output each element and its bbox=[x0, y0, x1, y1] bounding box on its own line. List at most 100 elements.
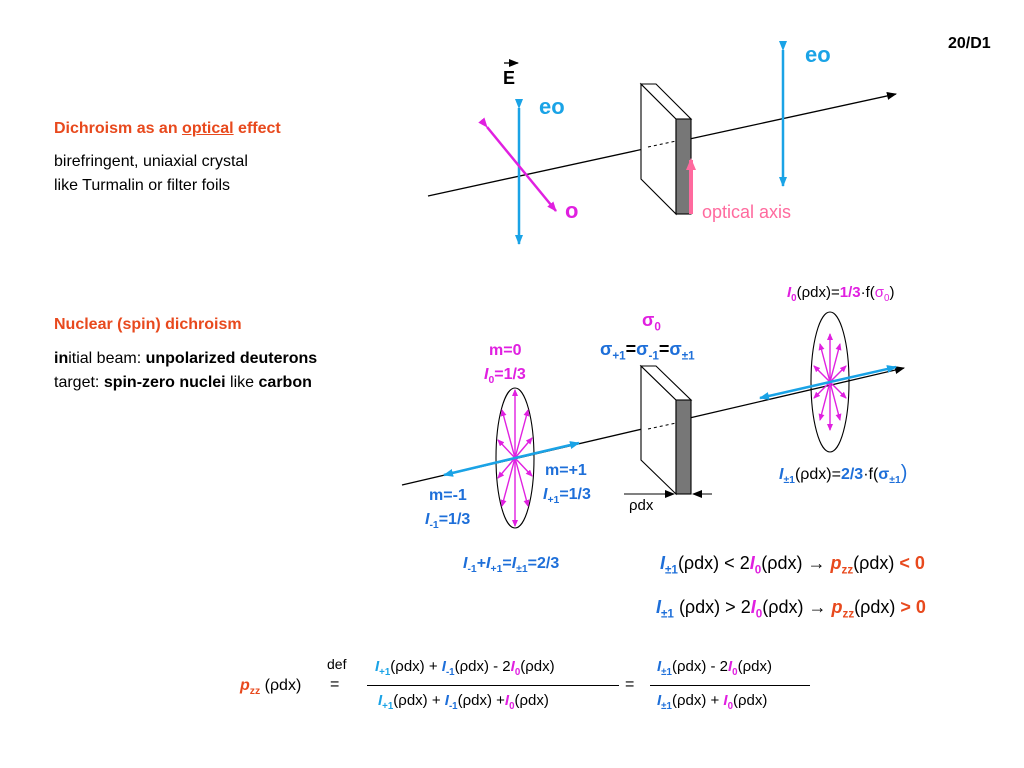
I0-symbol: I bbox=[484, 366, 489, 383]
r2-p-sub: zz bbox=[842, 607, 855, 621]
n3-sub: 0 bbox=[514, 667, 521, 678]
relation-negative: I±1(ρdx) < 2I0(ρdx) → pzz(ρdx) < 0 bbox=[660, 553, 925, 577]
like-text: like bbox=[225, 374, 259, 391]
Im-sub: -1 bbox=[429, 520, 439, 532]
carbon-text: carbon bbox=[258, 374, 312, 391]
rd1-sub: ±1 bbox=[661, 701, 672, 712]
r1-p-sub: zz bbox=[841, 563, 854, 577]
target-text: target: bbox=[54, 374, 104, 391]
section2-line2: target: spin-zero nuclei like carbon bbox=[54, 374, 312, 392]
r2-I0: I bbox=[750, 597, 756, 617]
sum-b: I bbox=[486, 555, 491, 572]
n2-text: (ρdx) - 2 bbox=[454, 658, 511, 675]
def-equals: = bbox=[330, 676, 340, 693]
d3-sub: 0 bbox=[509, 701, 515, 712]
r2-a: (ρdx) > 2 bbox=[673, 597, 751, 617]
crystal-plate-edge bbox=[675, 118, 692, 215]
sigma-minus-sub: -1 bbox=[648, 349, 659, 363]
sigma-pm-sub: ±1 bbox=[681, 349, 695, 363]
r1-I0-sub: 0 bbox=[754, 563, 762, 577]
m0-label: m=0 bbox=[489, 342, 522, 359]
section1-line2: like Turmalin or filter foils bbox=[54, 177, 231, 194]
top-fraction: 1/3 bbox=[839, 284, 861, 301]
section1-line1: birefringent, uniaxial crystal bbox=[54, 153, 248, 170]
n2-I: I bbox=[441, 658, 446, 675]
n3-I: I bbox=[510, 658, 515, 675]
fraction-line-1 bbox=[367, 685, 619, 686]
section1-title-pre: Dichroism as an bbox=[54, 120, 183, 137]
sum-a: I bbox=[463, 555, 468, 572]
n1-I: I bbox=[375, 658, 380, 675]
section1-title-underlined: optical bbox=[182, 120, 234, 137]
I0-value: =1/3 bbox=[494, 366, 526, 383]
rd2-text: (ρdx) bbox=[733, 692, 768, 709]
bot-sigma: σ bbox=[878, 466, 890, 483]
sigma-pm: σ bbox=[669, 339, 682, 359]
sum-b-sub: +1 bbox=[490, 564, 503, 576]
nuclear-dichroism-diagram bbox=[401, 311, 905, 529]
spin-ellipse-left bbox=[495, 387, 535, 529]
bot-c: ·f( bbox=[863, 466, 879, 483]
top-d: ) bbox=[889, 284, 895, 301]
eo-left-label: eo bbox=[539, 94, 565, 119]
n3-text: (ρdx) bbox=[520, 658, 555, 675]
rn2-sub: 0 bbox=[732, 667, 738, 678]
intensity-sum-label: I-1+I+1=I±1=2/3 bbox=[463, 555, 559, 575]
rn1-sub: ±1 bbox=[661, 667, 672, 678]
r1-I0: I bbox=[749, 553, 755, 573]
spin-vectors-right bbox=[813, 333, 847, 431]
sigma-equality-label: σ+1=σ-1=σ±1 bbox=[600, 339, 695, 363]
numerator-1: I+1(ρdx) + I-1(ρdx) - 2I0(ρdx) bbox=[375, 658, 555, 678]
r1-a: (ρdx) < 2 bbox=[677, 553, 750, 573]
d2-I: I bbox=[444, 692, 449, 709]
rd2-sub: 0 bbox=[727, 701, 734, 712]
r1-sub: ±1 bbox=[665, 563, 678, 577]
top-I: I bbox=[787, 284, 792, 301]
r2-result: > 0 bbox=[900, 597, 926, 617]
r1-I: I bbox=[660, 553, 666, 573]
relation-positive: I±1 (ρdx) > 2I0(ρdx) → pzz(ρdx) > 0 bbox=[656, 597, 926, 621]
transmitted-I0-label: I0(ρdx)=1/3·f(σ0) bbox=[787, 284, 894, 304]
section2-title: Nuclear (spin) dichroism bbox=[54, 316, 242, 333]
top-a: (ρdx)= bbox=[796, 284, 840, 301]
sigma-plus: σ bbox=[600, 339, 613, 359]
optical-axis-label: optical axis bbox=[702, 202, 792, 222]
unpolarized-deuterons: unpolarized deuterons bbox=[145, 350, 318, 367]
m-minus1-arrow bbox=[443, 456, 516, 477]
r2-p: p bbox=[831, 597, 843, 617]
target-thickness-label: ρdx bbox=[629, 497, 654, 514]
sum-eq: = bbox=[502, 555, 512, 572]
m-minus1-label: m=-1 bbox=[429, 487, 467, 504]
transmitted-Ipm-label: I±1(ρdx)=2/3·f(σ±1) bbox=[779, 462, 907, 486]
target-plate-edge bbox=[675, 399, 692, 495]
sigma-subscript: 0 bbox=[654, 320, 661, 334]
section2-line1: initial beam: unpolarized deuterons bbox=[54, 350, 317, 368]
bot-I-sub: ±1 bbox=[783, 475, 795, 487]
transmitted-minus-arrow bbox=[759, 380, 831, 400]
def-label: def bbox=[327, 656, 347, 672]
sigma-symbol: σ bbox=[642, 310, 655, 330]
sum-plus: + bbox=[476, 555, 487, 572]
d2-text: (ρdx) + bbox=[457, 692, 505, 709]
numerator-2: I±1(ρdx) - 2I0(ρdx) bbox=[657, 658, 772, 678]
rn2-text: (ρdx) bbox=[737, 658, 772, 675]
spin-ellipse-right bbox=[810, 311, 850, 453]
top-sigma: σ bbox=[874, 284, 885, 301]
top-I-sub: 0 bbox=[791, 293, 797, 304]
bot-I: I bbox=[779, 466, 784, 483]
r2-sub: ±1 bbox=[661, 607, 674, 621]
sum-a-sub: -1 bbox=[467, 564, 477, 576]
bot-a: (ρdx)= bbox=[794, 466, 841, 483]
o-arrow bbox=[478, 117, 557, 212]
r2-b: (ρdx) → bbox=[762, 597, 832, 617]
d3-text: (ρdx) bbox=[514, 692, 549, 709]
eo-right-label: eo bbox=[805, 42, 831, 67]
spin-vectors-left bbox=[497, 389, 533, 527]
rd1-text: (ρdx) + bbox=[671, 692, 724, 709]
beam-inside-crystal bbox=[647, 140, 677, 148]
d2-sub: -1 bbox=[448, 701, 458, 712]
initial-beam-text: itial beam: bbox=[68, 350, 146, 367]
d1-I: I bbox=[378, 692, 383, 709]
sigma-plus-sub: +1 bbox=[612, 349, 626, 363]
rn1-I: I bbox=[657, 658, 662, 675]
